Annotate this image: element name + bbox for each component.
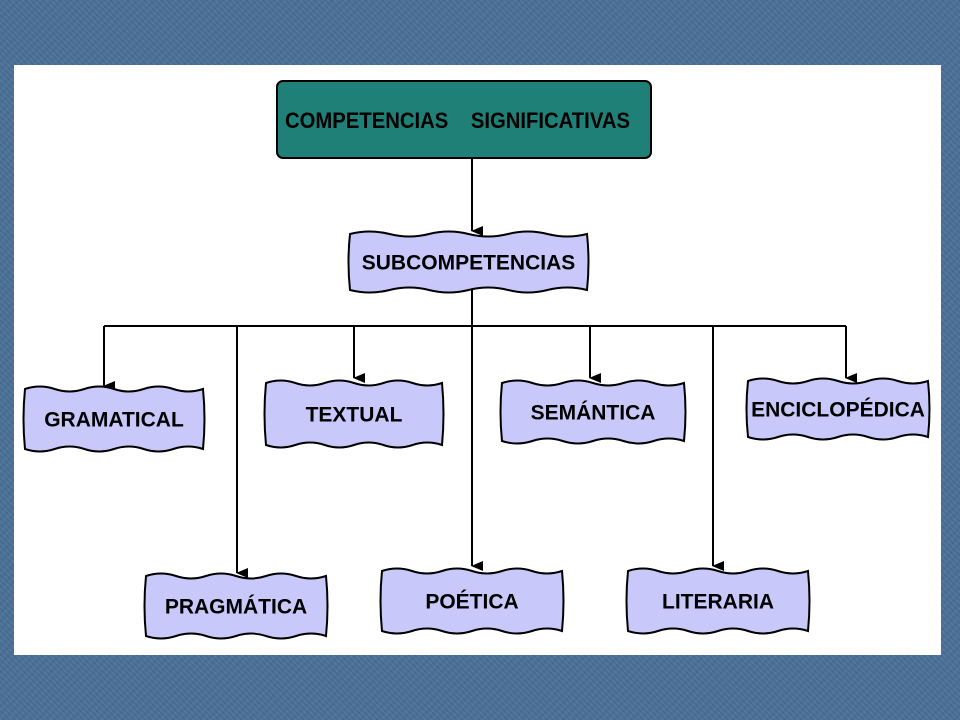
node-pragmatica-label: PRAGMÁTICA — [165, 596, 307, 619]
root-node-label: COMPETENCIAS SIGNIFICATIVAS — [285, 108, 630, 133]
node-semantica-label: SEMÁNTICA — [531, 402, 656, 425]
node-semantica-shape — [499, 379, 687, 445]
node-pragmatica: PRAGMÁTICA — [143, 572, 329, 640]
node-enciclopedica: ENCICLOPÉDICA — [745, 377, 931, 441]
node-literaria-label: LITERARIA — [662, 591, 774, 614]
node-poetica-shape — [379, 567, 565, 635]
node-enciclopedica-label: ENCICLOPÉDICA — [751, 399, 925, 422]
node-textual-label: TEXTUAL — [306, 404, 403, 427]
subcompetencias-node-shape — [347, 230, 590, 294]
root-node-box — [276, 80, 652, 159]
connectors — [103, 158, 857, 578]
node-poetica: POÉTICA — [379, 567, 565, 635]
subcompetencias-node-label: SUBCOMPETENCIAS — [362, 252, 576, 275]
node-poetica-label: POÉTICA — [425, 591, 518, 614]
node-gramatical-label: GRAMATICAL — [44, 409, 184, 432]
node-literaria: LITERARIA — [625, 567, 811, 635]
node-semantica: SEMÁNTICA — [499, 379, 687, 445]
node-enciclopedica-shape — [745, 377, 931, 441]
root-node: COMPETENCIAS SIGNIFICATIVAS — [276, 80, 652, 159]
node-gramatical: GRAMATICAL — [22, 385, 206, 453]
node-literaria-shape — [625, 567, 811, 635]
node-textual: TEXTUAL — [263, 379, 445, 449]
diagram-panel — [14, 65, 941, 655]
node-gramatical-shape — [22, 385, 206, 453]
subcompetencias-node: SUBCOMPETENCIAS — [347, 230, 590, 294]
node-pragmatica-shape — [143, 572, 329, 640]
node-textual-shape — [263, 379, 445, 449]
